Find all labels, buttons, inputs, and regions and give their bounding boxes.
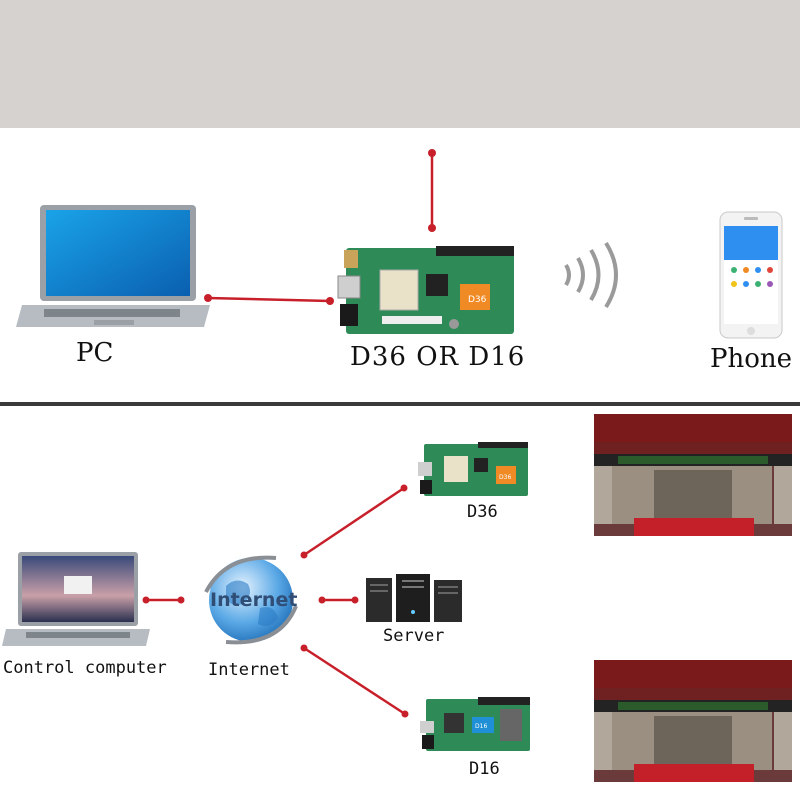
id16-dot-a	[300, 644, 308, 652]
ci-dot-right	[177, 596, 185, 604]
antenna-dot-bottom	[428, 224, 436, 232]
d16-label: D16	[469, 759, 500, 779]
section-divider	[0, 402, 800, 406]
phone-icon	[719, 211, 783, 339]
top-banner	[0, 0, 800, 128]
board-badge: D36	[468, 295, 487, 305]
control-computer-label: Control computer	[3, 658, 167, 678]
controller-board-icon: D36	[337, 246, 514, 334]
phone-label: Phone	[710, 344, 793, 374]
internet-d36-line	[303, 486, 405, 557]
controller-label: D36 OR D16	[350, 342, 526, 372]
internet-globe-icon: Internet	[204, 555, 298, 645]
wifi-signal-icon	[564, 241, 618, 309]
ci-dot-left	[142, 596, 150, 604]
internet-d16-line	[303, 646, 406, 716]
d16-badge: D16	[475, 723, 487, 730]
laptop-icon	[2, 552, 150, 646]
id16-dot-b	[401, 710, 409, 718]
pc-controller-line	[207, 296, 331, 303]
laptop-icon	[16, 205, 210, 327]
storefront-display-photo	[594, 660, 792, 782]
storefront-display-photo	[594, 414, 792, 536]
server-label: Server	[383, 626, 445, 646]
pc-line-dot-right	[326, 297, 334, 305]
id36-dot-b	[400, 484, 408, 492]
controller-board-icon: D16	[420, 697, 530, 751]
pc-label: PC	[76, 338, 114, 368]
pc-line-dot-left	[204, 294, 212, 302]
antenna-dot-top	[428, 149, 436, 157]
is-dot-b	[351, 596, 359, 604]
controller-board-icon: D36	[418, 442, 528, 496]
d36-badge: D36	[499, 474, 511, 481]
d36-label: D36	[467, 502, 498, 522]
is-dot-a	[318, 596, 326, 604]
internet-globe-text: Internet	[210, 589, 297, 611]
server-icon	[366, 574, 462, 622]
id36-dot-a	[300, 551, 308, 559]
internet-label: Internet	[208, 660, 290, 680]
